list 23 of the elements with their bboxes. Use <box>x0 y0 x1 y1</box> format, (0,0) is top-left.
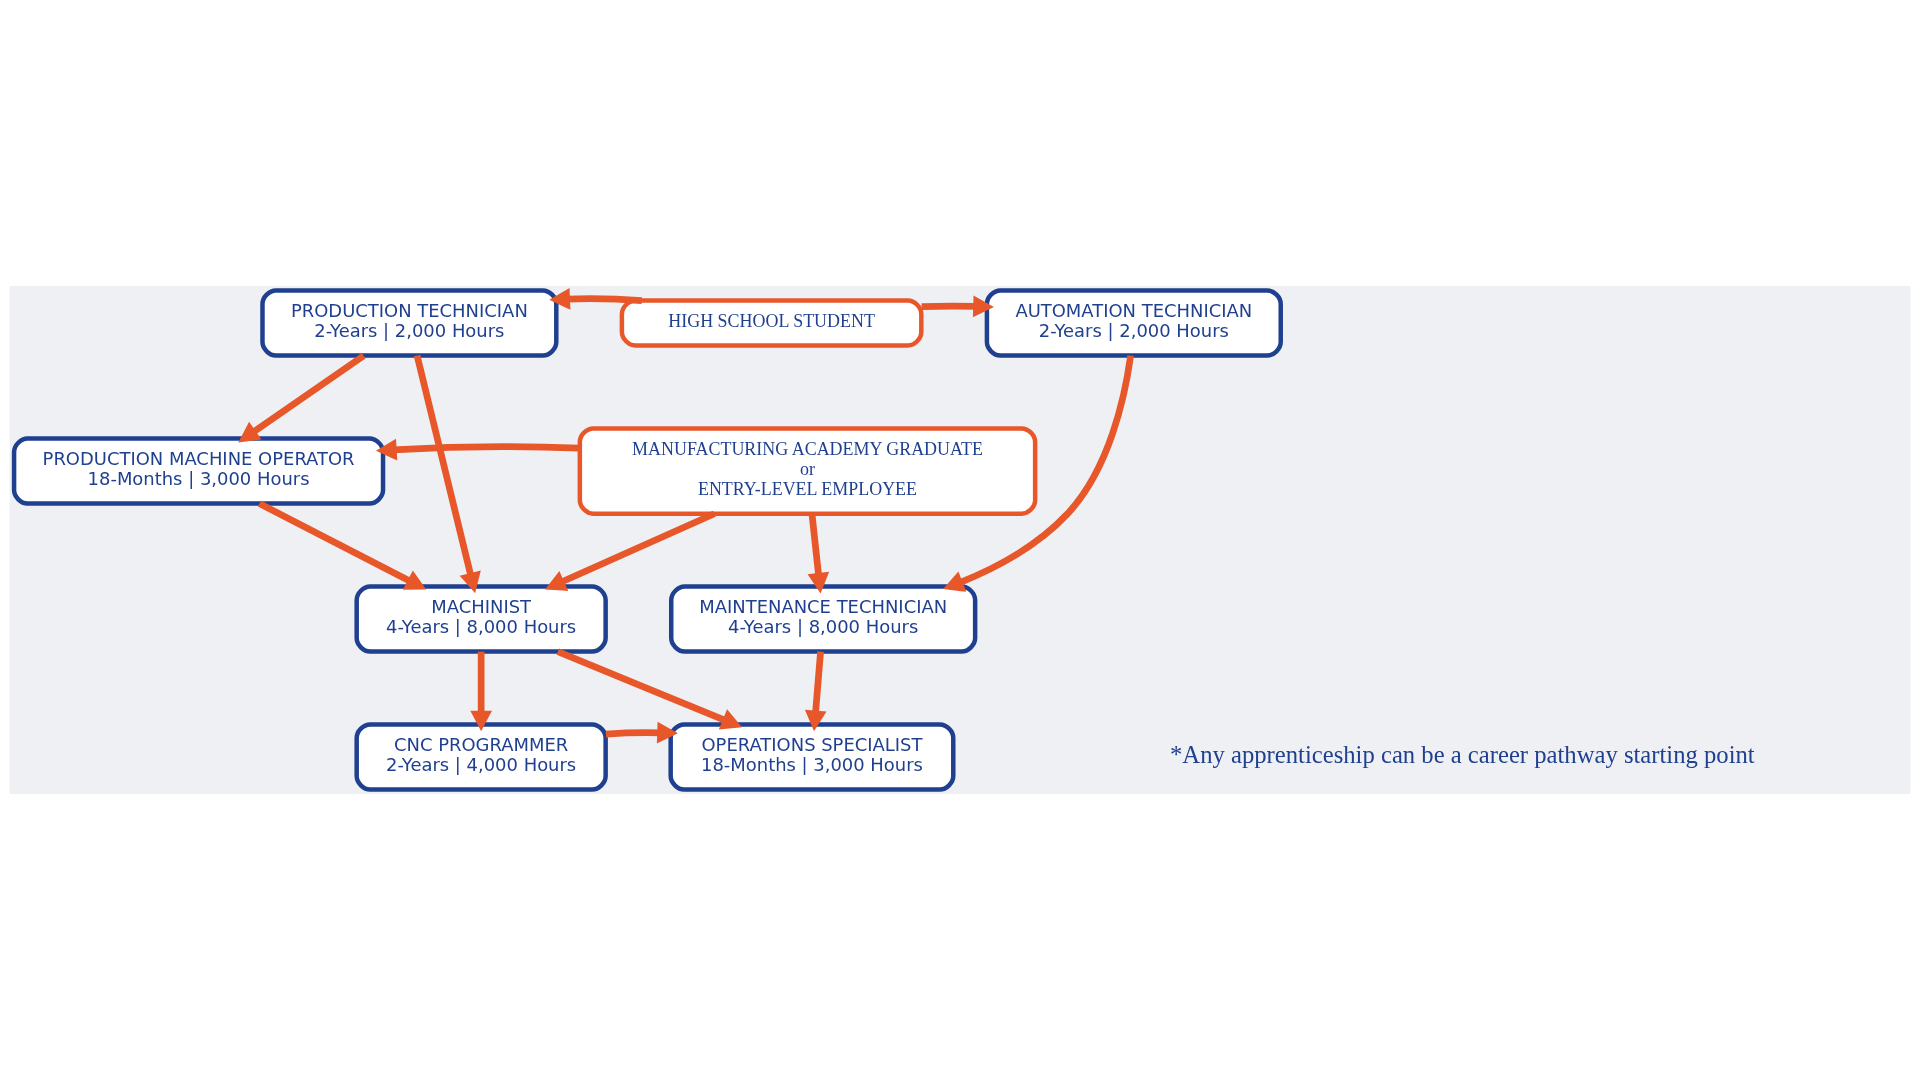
node-box: MANUFACTURING ACADEMY GRADUATE or ENTRY-LEVEL EMPLOYEE <box>577 426 1038 516</box>
arrow <box>375 438 580 461</box>
arrow <box>804 651 827 732</box>
arrow <box>470 651 493 732</box>
arrow <box>556 648 743 730</box>
arrow <box>605 721 678 744</box>
node-box: MAINTENANCE TECHNICIAN 4-Years | 8,000 Hours <box>669 584 978 654</box>
arrow <box>413 354 481 594</box>
node-box: PRODUCTION MACHINE OPERATOR 18-Months | 3,000 Hours <box>11 436 386 506</box>
arrow <box>807 513 830 594</box>
node-box: PRODUCTION TECHNICIAN 2-Years | 2,000 Hours <box>260 288 559 358</box>
node-box: HIGH SCHOOL STUDENT <box>619 298 924 348</box>
node-box: MACHINIST 4-Years | 8,000 Hours <box>354 584 608 654</box>
arrow <box>943 355 1134 592</box>
arrow <box>238 353 366 443</box>
node-box: CNC PROGRAMMER 2-Years | 4,000 Hours <box>354 722 608 792</box>
label: *Any apprenticeship can be a career pathway starting point <box>1170 741 1755 769</box>
arrow <box>258 500 427 590</box>
node-box: OPERATIONS SPECIALIST 18-Months | 3,000 Hours <box>668 722 956 792</box>
arrow <box>544 510 716 591</box>
arrow <box>921 295 994 318</box>
arrow <box>549 288 643 310</box>
node-box: AUTOMATION TECHNICIAN 2-Years | 2,000 Hours <box>984 288 1283 358</box>
